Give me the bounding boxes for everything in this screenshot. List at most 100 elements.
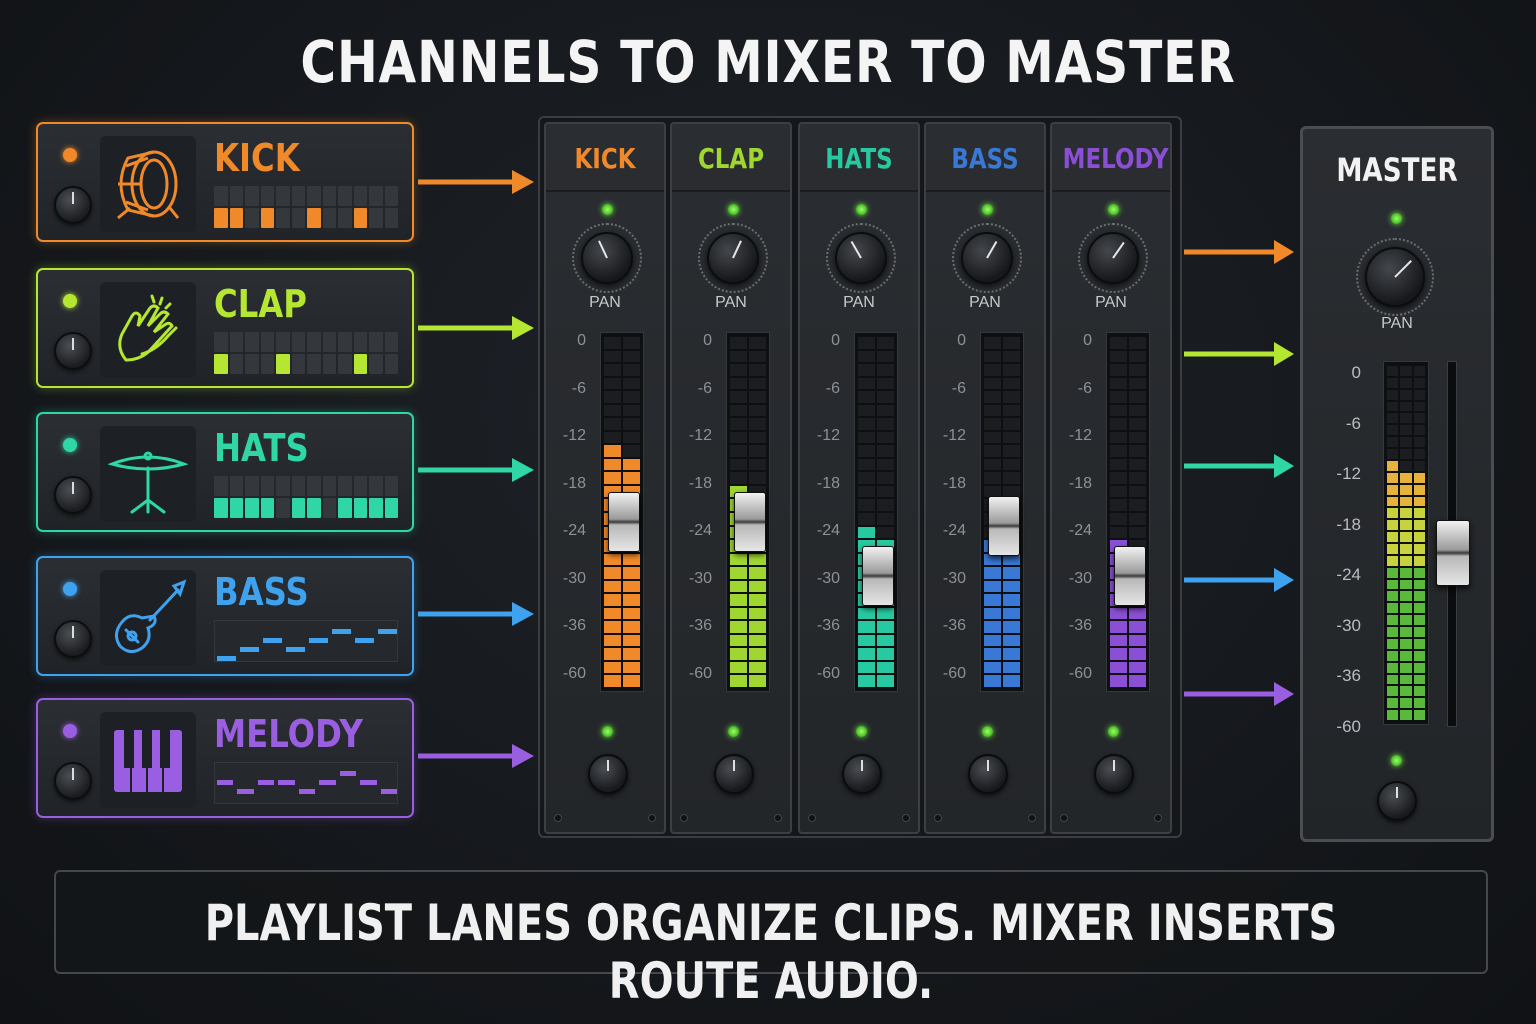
step[interactable]	[353, 208, 367, 228]
channel-volume-knob[interactable]	[54, 332, 92, 370]
channel-volume-knob[interactable]	[54, 186, 92, 224]
step[interactable]	[322, 498, 336, 518]
channel-bass[interactable]: BASS	[36, 556, 414, 676]
step[interactable]	[384, 476, 398, 496]
step[interactable]	[291, 476, 305, 496]
step[interactable]	[322, 186, 336, 206]
channel-volume-knob[interactable]	[54, 476, 92, 514]
step[interactable]	[276, 354, 290, 374]
master-insert-led[interactable]	[1391, 755, 1402, 766]
step[interactable]	[338, 186, 352, 206]
step[interactable]	[307, 354, 321, 374]
pan-knob[interactable]	[1087, 232, 1139, 284]
step[interactable]	[245, 332, 259, 352]
step[interactable]	[291, 186, 305, 206]
step[interactable]	[369, 186, 383, 206]
master-active-led[interactable]	[1391, 213, 1402, 224]
step[interactable]	[353, 332, 367, 352]
step[interactable]	[229, 332, 243, 352]
step[interactable]	[291, 208, 305, 228]
step-sequencer[interactable]	[214, 476, 398, 518]
step[interactable]	[338, 332, 352, 352]
step[interactable]	[369, 498, 383, 518]
step-sequencer[interactable]	[214, 186, 398, 228]
channel-hats[interactable]: HATS	[36, 412, 414, 532]
volume-fader[interactable]	[988, 495, 1020, 556]
step[interactable]	[276, 208, 290, 228]
channel-led[interactable]	[63, 438, 77, 452]
step[interactable]	[307, 208, 321, 228]
channel-volume-knob[interactable]	[54, 620, 92, 658]
channel-volume-knob[interactable]	[54, 762, 92, 800]
step[interactable]	[353, 354, 367, 374]
strip-active-led[interactable]	[602, 204, 613, 215]
step[interactable]	[260, 186, 274, 206]
insert-led[interactable]	[602, 726, 613, 737]
send-knob[interactable]	[1094, 754, 1134, 794]
insert-led[interactable]	[728, 726, 739, 737]
master-output-knob[interactable]	[1377, 781, 1417, 821]
channel-clap[interactable]: CLAP	[36, 268, 414, 388]
step[interactable]	[260, 208, 274, 228]
step[interactable]	[276, 332, 290, 352]
channel-led[interactable]	[63, 724, 77, 738]
step[interactable]	[384, 498, 398, 518]
channel-led[interactable]	[63, 294, 77, 308]
step[interactable]	[276, 186, 290, 206]
step[interactable]	[338, 208, 352, 228]
step[interactable]	[276, 498, 290, 518]
step[interactable]	[322, 476, 336, 496]
step[interactable]	[369, 476, 383, 496]
strip-active-led[interactable]	[1108, 204, 1119, 215]
step[interactable]	[384, 332, 398, 352]
step[interactable]	[229, 354, 243, 374]
strip-active-led[interactable]	[856, 204, 867, 215]
step[interactable]	[338, 498, 352, 518]
insert-led[interactable]	[1108, 726, 1119, 737]
step[interactable]	[384, 208, 398, 228]
send-knob[interactable]	[714, 754, 754, 794]
channel-melody[interactable]: MELODY	[36, 698, 414, 818]
step[interactable]	[322, 354, 336, 374]
piano-roll[interactable]	[214, 762, 398, 804]
strip-active-led[interactable]	[728, 204, 739, 215]
step[interactable]	[245, 208, 259, 228]
step[interactable]	[260, 332, 274, 352]
step[interactable]	[260, 476, 274, 496]
channel-led[interactable]	[63, 148, 77, 162]
step[interactable]	[369, 208, 383, 228]
pan-knob[interactable]	[581, 232, 633, 284]
step[interactable]	[245, 476, 259, 496]
step[interactable]	[245, 186, 259, 206]
volume-fader[interactable]	[734, 492, 766, 553]
step[interactable]	[307, 186, 321, 206]
insert-led[interactable]	[856, 726, 867, 737]
step[interactable]	[307, 332, 321, 352]
step[interactable]	[307, 498, 321, 518]
step[interactable]	[353, 476, 367, 496]
step[interactable]	[214, 208, 228, 228]
volume-fader[interactable]	[1114, 546, 1146, 607]
master-volume-fader[interactable]	[1436, 519, 1470, 586]
step[interactable]	[338, 354, 352, 374]
step[interactable]	[214, 186, 228, 206]
step[interactable]	[307, 476, 321, 496]
step[interactable]	[369, 332, 383, 352]
step[interactable]	[214, 498, 228, 518]
pan-knob[interactable]	[835, 232, 887, 284]
step[interactable]	[260, 498, 274, 518]
step[interactable]	[229, 186, 243, 206]
step[interactable]	[229, 208, 243, 228]
piano-roll[interactable]	[214, 620, 398, 662]
step[interactable]	[384, 186, 398, 206]
volume-fader[interactable]	[608, 492, 640, 553]
step[interactable]	[322, 332, 336, 352]
send-knob[interactable]	[842, 754, 882, 794]
step[interactable]	[384, 354, 398, 374]
step[interactable]	[353, 498, 367, 518]
step[interactable]	[369, 354, 383, 374]
channel-kick[interactable]: KICK	[36, 122, 414, 242]
step[interactable]	[276, 476, 290, 496]
step[interactable]	[338, 476, 352, 496]
volume-fader[interactable]	[862, 546, 894, 607]
